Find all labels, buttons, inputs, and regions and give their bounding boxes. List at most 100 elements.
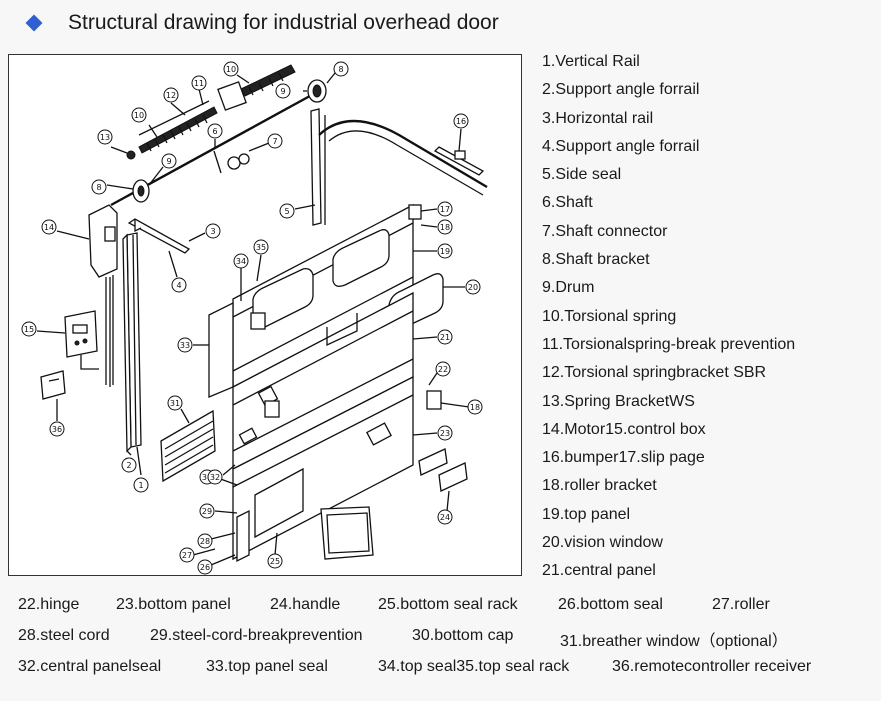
breather-window — [160, 409, 216, 483]
page-title: Structural drawing for industrial overhe… — [68, 11, 499, 34]
svg-text:25: 25 — [270, 557, 280, 566]
callout-9a: 9 — [148, 153, 177, 186]
svg-text:28: 28 — [200, 537, 210, 546]
legend-item: 36.remotecontroller receiver — [612, 658, 812, 675]
callout-22: 22 — [428, 361, 451, 386]
svg-text:26: 26 — [200, 563, 210, 572]
callout-8a: 8 — [91, 179, 134, 195]
horizontal-rail — [127, 218, 191, 254]
svg-text:10: 10 — [134, 111, 144, 120]
vertical-rail — [122, 232, 142, 453]
callout-21: 21 — [412, 329, 453, 345]
svg-text:10: 10 — [226, 65, 236, 74]
svg-text:8: 8 — [96, 183, 101, 192]
callout-31: 31 — [167, 395, 190, 424]
svg-text:19: 19 — [440, 247, 450, 256]
callout-36: 36 — [49, 419, 65, 437]
bottom-panel — [232, 375, 414, 563]
legend-item: 3.Horizontal rail — [542, 109, 654, 127]
legend-item: 23.bottom panel — [116, 596, 231, 613]
callout-9b: 9 — [275, 83, 307, 99]
callout-24: 24 — [437, 490, 453, 525]
svg-text:2: 2 — [126, 461, 131, 470]
callout-33: 33 — [177, 337, 209, 353]
legend-item: 22.hinge — [18, 596, 80, 613]
legend-item: 16.bumper17.slip page — [542, 449, 705, 467]
svg-text:16: 16 — [456, 117, 466, 126]
svg-text:35: 35 — [256, 243, 266, 252]
svg-text:27: 27 — [182, 551, 192, 560]
callout-18a: 18 — [420, 219, 453, 235]
callout-26: 26 — [197, 554, 236, 575]
legend-item: 25.bottom seal rack — [378, 596, 518, 613]
callout-32: 32 — [207, 464, 236, 485]
legend-item: 33.top panel seal — [206, 658, 328, 675]
svg-text:30: 30 — [202, 473, 212, 482]
callout-11: 11 — [191, 75, 207, 106]
legend-item: 19.top panel — [542, 505, 631, 523]
legend-item: 5.Side seal — [542, 166, 622, 184]
bumper — [433, 146, 485, 176]
callout-18b: 18 — [440, 399, 483, 415]
callout-2: 2 — [121, 450, 137, 473]
svg-text:29: 29 — [202, 507, 212, 516]
svg-text:12: 12 — [166, 91, 176, 100]
legend-item: 2.Support angle forrail — [542, 81, 700, 99]
legend-item: 14.Motor15.control box — [542, 420, 706, 438]
svg-text:33: 33 — [180, 341, 190, 350]
roller-brackets — [250, 204, 442, 418]
callout-8b: 8 — [326, 61, 349, 84]
callout-10a: 10 — [131, 107, 158, 138]
callout-14: 14 — [41, 219, 90, 240]
callouts: 1 2 3 4 5 6 7 8 8 9 9 10 10 11 12 13 14 … — [21, 61, 483, 575]
side-track — [310, 108, 488, 226]
svg-text:14: 14 — [44, 223, 54, 232]
legend-item: 11.Torsionalspring-break prevention — [542, 335, 796, 353]
svg-text:11: 11 — [194, 79, 204, 88]
callout-1: 1 — [133, 446, 149, 493]
callout-27: 27 — [179, 547, 216, 563]
svg-text:15: 15 — [24, 325, 34, 334]
svg-text:23: 23 — [440, 429, 450, 438]
legend-item: 4.Support angle forrail — [542, 137, 700, 155]
svg-text:36: 36 — [52, 425, 62, 434]
door-structure-drawing: 1 2 3 4 5 6 7 8 8 9 9 10 10 11 12 13 14 … — [8, 54, 522, 576]
callout-16: 16 — [453, 113, 469, 152]
svg-text:18: 18 — [440, 223, 450, 232]
legend-item: 18.roller bracket — [542, 477, 657, 495]
callout-10b: 10 — [223, 61, 250, 84]
callout-25: 25 — [267, 532, 283, 569]
callout-35: 35 — [253, 239, 269, 282]
svg-text:9: 9 — [280, 87, 285, 96]
svg-text:5: 5 — [284, 207, 289, 216]
legend-item: 9.Drum — [542, 279, 595, 297]
callout-7: 7 — [248, 133, 283, 152]
callout-17: 17 — [420, 201, 453, 217]
svg-text:20: 20 — [468, 283, 478, 292]
legend-item: 20.vision window — [542, 534, 663, 552]
svg-text:22: 22 — [438, 365, 448, 374]
callout-28: 28 — [197, 532, 236, 549]
legend-item: 7.Shaft connector — [542, 222, 668, 240]
legend-item: 27.roller — [712, 596, 770, 613]
callout-5: 5 — [279, 203, 316, 219]
legend-item: 28.steel cord — [18, 627, 110, 644]
svg-text:21: 21 — [440, 333, 450, 342]
legend-item: 6.Shaft — [542, 194, 593, 212]
svg-text:6: 6 — [212, 127, 217, 136]
svg-text:31: 31 — [170, 399, 180, 408]
svg-text:3: 3 — [210, 227, 215, 236]
callout-3: 3 — [188, 223, 221, 242]
legend-item: 32.central panelseal — [18, 658, 162, 675]
legend-item: 24.handle — [270, 596, 341, 613]
callout-6: 6 — [207, 123, 223, 147]
svg-text:9: 9 — [166, 157, 171, 166]
callout-15: 15 — [21, 321, 66, 337]
shaft-assembly — [110, 64, 327, 207]
callout-34: 34 — [233, 253, 249, 301]
svg-text:8: 8 — [338, 65, 343, 74]
callout-23: 23 — [412, 425, 453, 441]
svg-text:1: 1 — [138, 481, 143, 490]
svg-text:7: 7 — [272, 137, 277, 146]
motor — [88, 204, 118, 387]
